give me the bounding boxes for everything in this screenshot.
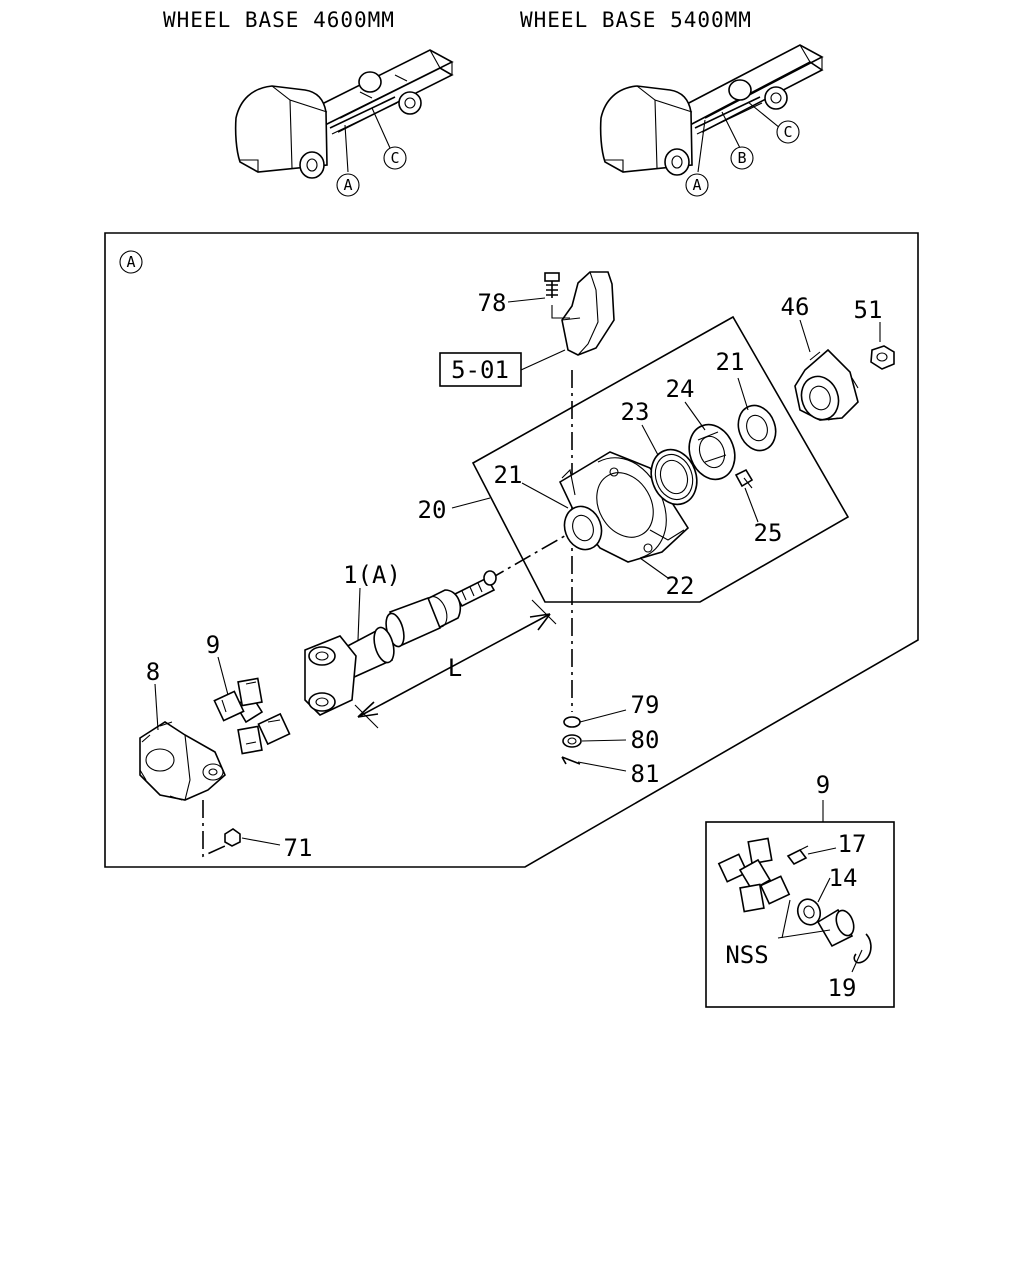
bolt-78	[544, 272, 570, 319]
marker-c-left: C	[383, 146, 407, 170]
center-bearing-assembly-outline	[471, 315, 850, 603]
inset-callout-9: 9	[816, 771, 830, 799]
callout-23: 23	[621, 398, 650, 426]
flange-yoke-8	[139, 721, 226, 801]
inset-frame	[705, 821, 895, 1008]
washer-79	[563, 716, 581, 728]
nut-71	[224, 828, 241, 847]
bearing-cup	[816, 908, 855, 948]
callout-nss: NSS	[725, 941, 768, 969]
callout-21-upper: 21	[716, 348, 745, 376]
mounting-bracket	[561, 271, 615, 356]
callout-46: 46	[781, 293, 810, 321]
callout-22: 22	[666, 572, 695, 600]
callout-24: 24	[666, 375, 695, 403]
dimension-l-label: L	[448, 654, 462, 682]
svg-text:A: A	[126, 253, 135, 271]
callout-9: 9	[206, 631, 220, 659]
callout-8: 8	[146, 658, 160, 686]
marker-b-right: B	[730, 146, 754, 170]
marker-a-right: A	[685, 173, 709, 197]
seal-14	[796, 898, 822, 926]
seal-21-lower	[563, 505, 603, 551]
callout-21-lower: 21	[494, 461, 523, 489]
callout-1a: 1(A)	[343, 561, 401, 589]
dimension-l	[354, 599, 557, 729]
callout-80: 80	[631, 726, 660, 754]
reference-box-label: 5-01	[451, 356, 509, 384]
detail-panel-frame	[104, 232, 919, 868]
collar-24	[688, 423, 736, 481]
propeller-shaft-1a	[304, 570, 497, 716]
wheelbase-5400-header: WHEEL BASE 5400MM	[520, 8, 752, 32]
center-line-diagonal	[487, 529, 576, 581]
inset-universal-joint	[717, 837, 791, 913]
nut-80	[562, 734, 582, 748]
callout-51: 51	[854, 296, 883, 324]
callout-14: 14	[829, 864, 858, 892]
universal-joint-9	[213, 677, 291, 755]
truck-illustration-4600	[234, 49, 454, 179]
svg-text:B: B	[737, 149, 746, 167]
callout-81: 81	[631, 760, 660, 788]
svg-text:A: A	[343, 176, 352, 194]
callout-20: 20	[418, 496, 447, 524]
companion-flange-46	[794, 348, 859, 421]
callout-71: 71	[284, 834, 313, 862]
bearing-23	[650, 448, 698, 506]
grease-nipple-17	[786, 845, 809, 866]
truck-illustration-5400	[599, 44, 824, 176]
callout-78: 78	[478, 289, 507, 317]
nut-51	[870, 345, 895, 370]
callout-17: 17	[838, 830, 867, 858]
callout-79: 79	[631, 691, 660, 719]
seal-21-upper	[737, 404, 777, 452]
svg-text:C: C	[390, 149, 399, 167]
wheelbase-4600-header: WHEEL BASE 4600MM	[163, 8, 395, 32]
snap-ring-19	[853, 933, 872, 964]
callout-25: 25	[754, 519, 783, 547]
marker-a-left: A	[336, 173, 360, 197]
marker-a-panel: A	[119, 250, 143, 274]
marker-c-right: C	[776, 120, 800, 144]
callout-19: 19	[828, 974, 857, 1002]
svg-text:A: A	[692, 176, 701, 194]
svg-text:C: C	[783, 123, 792, 141]
grease-nipple-25	[734, 468, 754, 489]
cotter-pin-81	[561, 756, 581, 765]
